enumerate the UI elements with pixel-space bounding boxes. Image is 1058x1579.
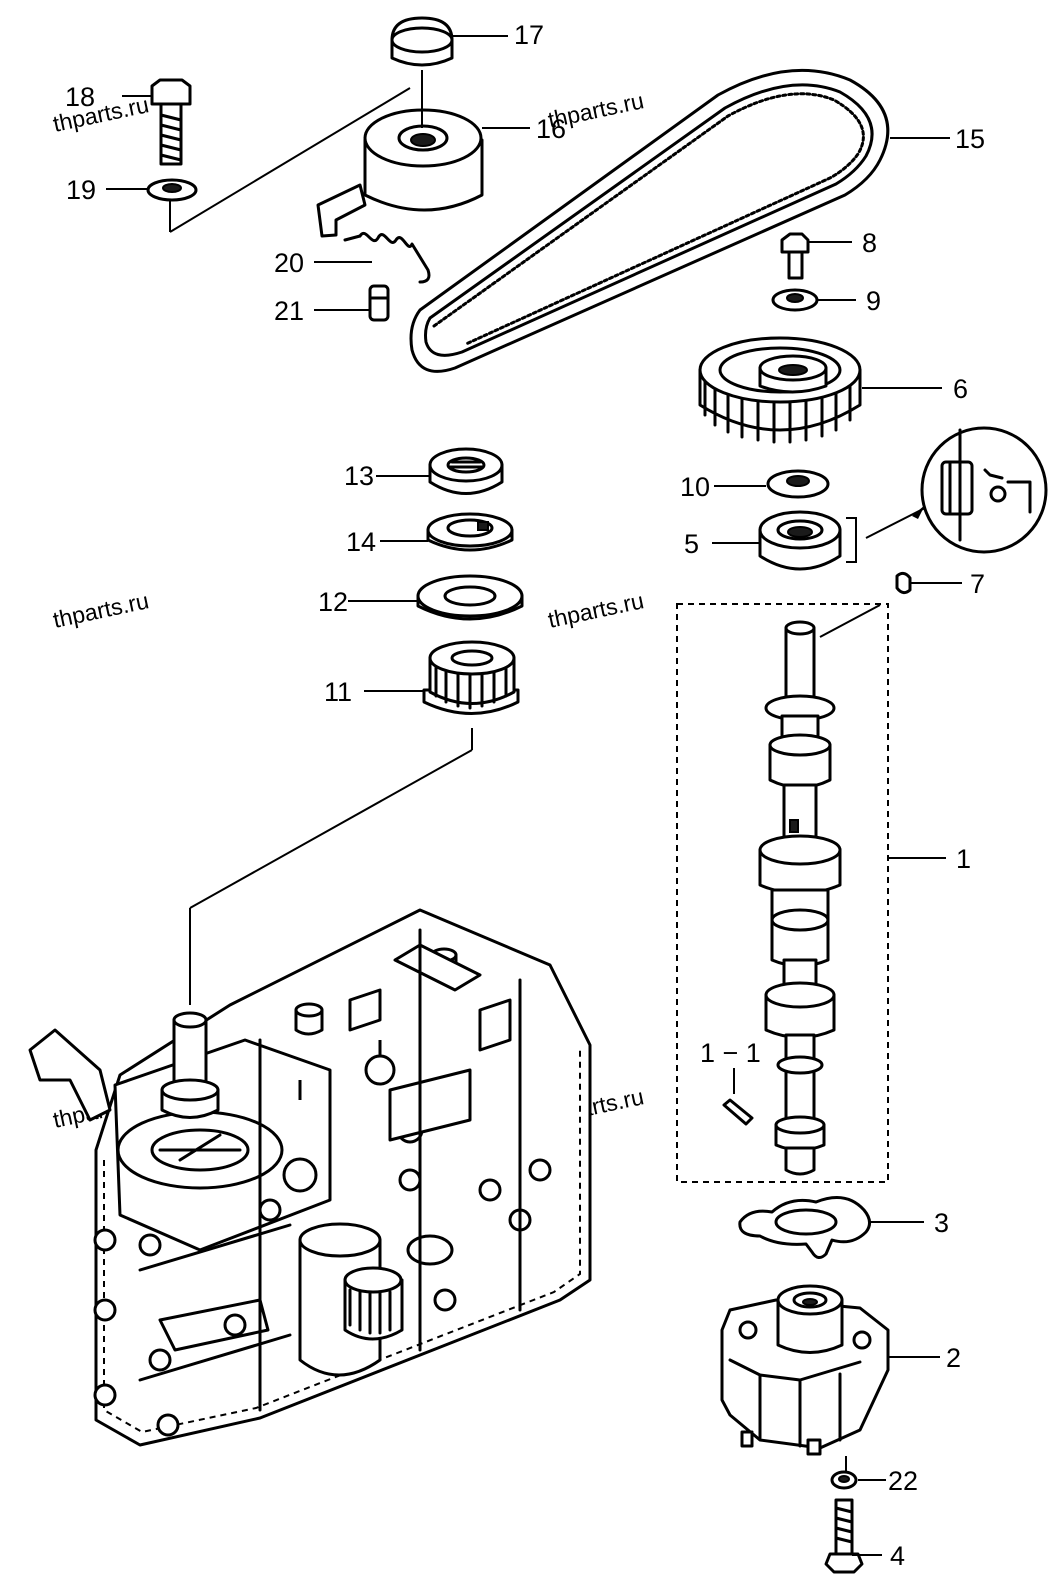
callout-3: 3 bbox=[934, 1208, 949, 1238]
callout-5: 5 bbox=[684, 529, 699, 559]
part-10-washer bbox=[714, 469, 830, 499]
part-11-crank-sprocket bbox=[189, 640, 520, 1005]
callout-21: 21 bbox=[274, 296, 304, 326]
part-14-lock-washer bbox=[380, 512, 514, 552]
part-12-plate bbox=[348, 574, 524, 621]
part-22-washer bbox=[830, 1470, 886, 1490]
part-5-bearing bbox=[712, 505, 926, 571]
part-2-oil-pump bbox=[720, 1284, 940, 1472]
watermark-text: thparts.ru bbox=[51, 587, 151, 633]
callout-2: 2 bbox=[946, 1343, 961, 1373]
part-1-1-pin bbox=[722, 1068, 754, 1126]
callout-18: 18 bbox=[65, 82, 95, 112]
callout-13: 13 bbox=[344, 461, 374, 491]
part-16-tensioner bbox=[316, 70, 530, 238]
part-3-gasket bbox=[738, 1196, 924, 1259]
part-13-nut bbox=[376, 447, 504, 495]
part-8-bolt bbox=[780, 232, 852, 280]
callout-1: 1 bbox=[956, 844, 971, 874]
tensioner-leader bbox=[169, 87, 411, 233]
part-6-camshaft-sprocket bbox=[698, 336, 942, 444]
part-19-washer bbox=[106, 178, 198, 202]
part-7-key bbox=[895, 571, 962, 595]
part-9-washer bbox=[771, 288, 856, 312]
callout-7: 7 bbox=[970, 569, 985, 599]
callout-11: 11 bbox=[324, 677, 352, 707]
seal-detail-magnifier bbox=[920, 426, 1048, 554]
callouts: 17 16 18 19 20 21 15 8 9 6 13 10 14 5 7 … bbox=[65, 20, 985, 1571]
part-17-cap bbox=[390, 16, 508, 67]
callout-10: 10 bbox=[680, 472, 710, 502]
watermark-text: thparts.ru bbox=[546, 587, 646, 633]
callout-16: 16 bbox=[536, 114, 566, 144]
callout-20: 20 bbox=[274, 248, 304, 278]
callout-8: 8 bbox=[862, 228, 877, 258]
part-20-spring bbox=[314, 232, 431, 284]
callout-6: 6 bbox=[953, 374, 968, 404]
callout-4: 4 bbox=[890, 1541, 905, 1571]
callout-1-1: 1 − 1 bbox=[700, 1038, 761, 1068]
part-4-bolt bbox=[824, 1498, 882, 1574]
callout-22: 22 bbox=[888, 1466, 918, 1496]
callout-19: 19 bbox=[66, 175, 96, 205]
part-18-bolt bbox=[122, 78, 192, 166]
part-15-timing-belt bbox=[409, 68, 950, 373]
part-1-camshaft bbox=[676, 603, 946, 1183]
engine-block bbox=[28, 908, 592, 1447]
callout-14: 14 bbox=[346, 527, 376, 557]
callout-9: 9 bbox=[866, 286, 881, 316]
callout-12: 12 bbox=[318, 587, 348, 617]
callout-17: 17 bbox=[514, 20, 544, 50]
callout-15: 15 bbox=[955, 124, 985, 154]
part-21-pin bbox=[314, 284, 390, 322]
